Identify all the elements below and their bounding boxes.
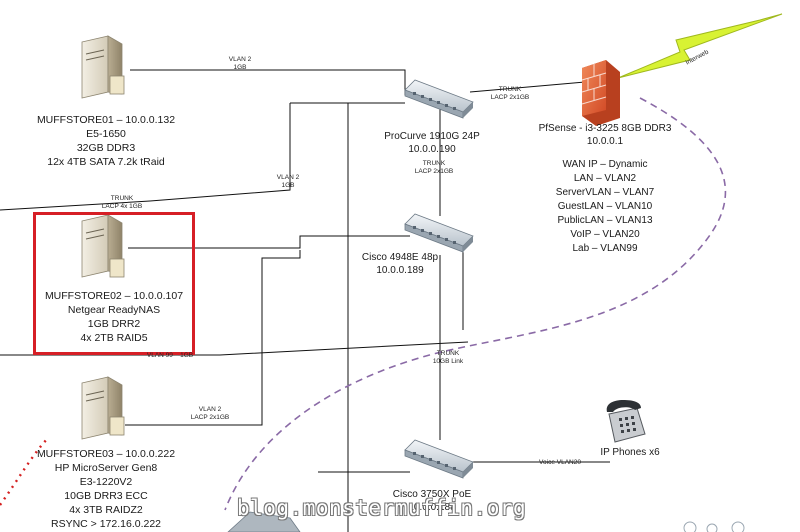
- vlan-item: PublicLAN – VLAN13: [557, 215, 653, 226]
- server-cpu: E5-1650: [86, 128, 126, 140]
- link-label-line: 1GB: [233, 64, 247, 71]
- switch-ip: 10.0.0.188: [408, 502, 456, 513]
- switch-ip: 10.0.0.189: [376, 265, 424, 276]
- vlan-list: WAN IP – Dynamic LAN – VLAN2 ServerVLAN …: [535, 158, 675, 256]
- link-muffstore01-procurve: [130, 69, 406, 95]
- link-label-line: LACP 2x1GB: [190, 414, 230, 421]
- server-ram: 32GB DDR3: [76, 142, 136, 154]
- link-label-vlan99: VLAN 99 – 1GB: [146, 352, 194, 359]
- firewall-name: PfSense - i3-3225 8GB DDR3: [538, 123, 672, 134]
- tower-server-icon: [81, 214, 125, 278]
- link-muffstore02-cisco4948: [128, 235, 410, 249]
- tower-server-icon: [81, 376, 125, 440]
- server-label-muffstore03: MUFFSTORE03 – 10.0.0.222 HP MicroServer …: [22, 447, 190, 531]
- link-procurve-pfsense: [469, 81, 586, 93]
- brick-firewall-icon: [581, 60, 620, 126]
- phones-label: IP Phones x6: [600, 447, 660, 458]
- link-vlan99: [0, 341, 469, 356]
- server-name: MUFFSTORE03 – 10.0.0.222: [36, 448, 176, 460]
- vlan-item: WAN IP – Dynamic: [562, 159, 648, 170]
- link-label-line: 10GB Link: [432, 358, 464, 365]
- lightning-bolt-icon: [617, 13, 783, 79]
- link-label-voice: Voice VLAN20: [539, 459, 581, 466]
- server-storage: 4x 3TB RAIDZ2: [69, 504, 143, 516]
- server-storage: 12x 4TB SATA 7.2k tRaid: [47, 156, 165, 168]
- vlan-item: LAN – VLAN2: [573, 173, 637, 184]
- link-label-vlan2-mid: VLAN 2 1GB: [266, 174, 310, 190]
- server-ram: 10GB DRR3 ECC: [64, 490, 148, 502]
- server-label-muffstore01: MUFFSTORE01 – 10.0.0.132 E5-1650 32GB DD…: [22, 113, 190, 169]
- network-switch-icon: [404, 439, 474, 479]
- link-label-line: VLAN 2: [276, 174, 300, 181]
- link-label-line: LACP 4x 1GB: [101, 203, 143, 210]
- switch-name: Cisco 4948E 48p: [361, 252, 439, 263]
- link-label-line: TRUNK: [110, 195, 134, 202]
- server-rsync: RSYNC > 172.16.0.222: [50, 518, 162, 530]
- desk-phone-icon: [606, 400, 646, 443]
- switch-name: Cisco 3750X PoE: [392, 489, 472, 500]
- network-switch-icon: [404, 213, 474, 253]
- link-label-line: LACP 2x1GB: [490, 94, 530, 101]
- firewall-label: PfSense - i3-3225 8GB DDR3 10.0.0.1: [525, 122, 685, 148]
- network-switch-icon: [404, 79, 474, 119]
- server-model: HP MicroServer Gen8: [54, 462, 158, 474]
- vlan-item: GuestLAN – VLAN10: [557, 201, 653, 212]
- link-label-trunk-pfsense: TRUNK LACP 2x1GB: [480, 86, 540, 102]
- link-label-line: LACP 2x1GB: [414, 168, 454, 175]
- tower-server-icon: [81, 35, 125, 99]
- switch-label-cisco3750: Cisco 3750X PoE 10.0.0.188: [372, 488, 492, 514]
- server-storage: 4x 2TB RAID5: [80, 332, 148, 344]
- server-name: MUFFSTORE02 – 10.0.0.107: [44, 290, 184, 302]
- link-label-line: TRUNK: [436, 350, 460, 357]
- switch-label-cisco4948: Cisco 4948E 48p 10.0.0.189: [340, 251, 460, 277]
- switch-ip: 10.0.0.190: [408, 144, 456, 155]
- bottom-device-fragment: [227, 511, 745, 532]
- dashed-wan-link: [224, 97, 727, 511]
- link-label-line: VLAN 2: [228, 56, 252, 63]
- server-name: MUFFSTORE01 – 10.0.0.132: [36, 114, 176, 126]
- link-label-line: 1GB: [281, 182, 295, 189]
- link-label-trunk-mid: TRUNK LACP 2x1GB: [404, 160, 464, 176]
- switch-label-procurve: ProCurve 1910G 24P 10.0.0.190: [372, 130, 492, 156]
- link-label-line: TRUNK: [498, 86, 522, 93]
- server-label-muffstore02: MUFFSTORE02 – 10.0.0.107 Netgear ReadyNA…: [30, 289, 198, 345]
- link-label-vlan2-top: VLAN 2 1GB: [215, 56, 265, 72]
- link-trunk-left: [0, 103, 291, 211]
- vlan-item: VoIP – VLAN20: [570, 229, 640, 240]
- link-label-trunk-left: TRUNK LACP 4x 1GB: [92, 195, 152, 211]
- link-muffstore03-cisco4948: [125, 250, 301, 426]
- link-label-vlan2-low: VLAN 2 LACP 2x1GB: [180, 406, 240, 422]
- link-label-trunk-10g: TRUNK 10GB Link: [418, 350, 478, 366]
- server-cpu: E3-1220V2: [79, 476, 133, 488]
- vlan-item: Lab – VLAN99: [572, 243, 638, 254]
- server-ram: 1GB DRR2: [87, 318, 141, 330]
- link-label-line: TRUNK: [422, 160, 446, 167]
- vlan-item: ServerVLAN – VLAN7: [555, 187, 655, 198]
- watermark: blog.monstermuffin.org: [237, 496, 527, 520]
- firewall-ip: 10.0.0.1: [586, 136, 624, 147]
- switch-name: ProCurve 1910G 24P: [384, 131, 480, 142]
- link-label-line: VLAN 2: [198, 406, 222, 413]
- highlight-box-muffstore02: [33, 212, 195, 355]
- connection-lines: [0, 69, 610, 532]
- server-model: Netgear ReadyNAS: [67, 304, 161, 316]
